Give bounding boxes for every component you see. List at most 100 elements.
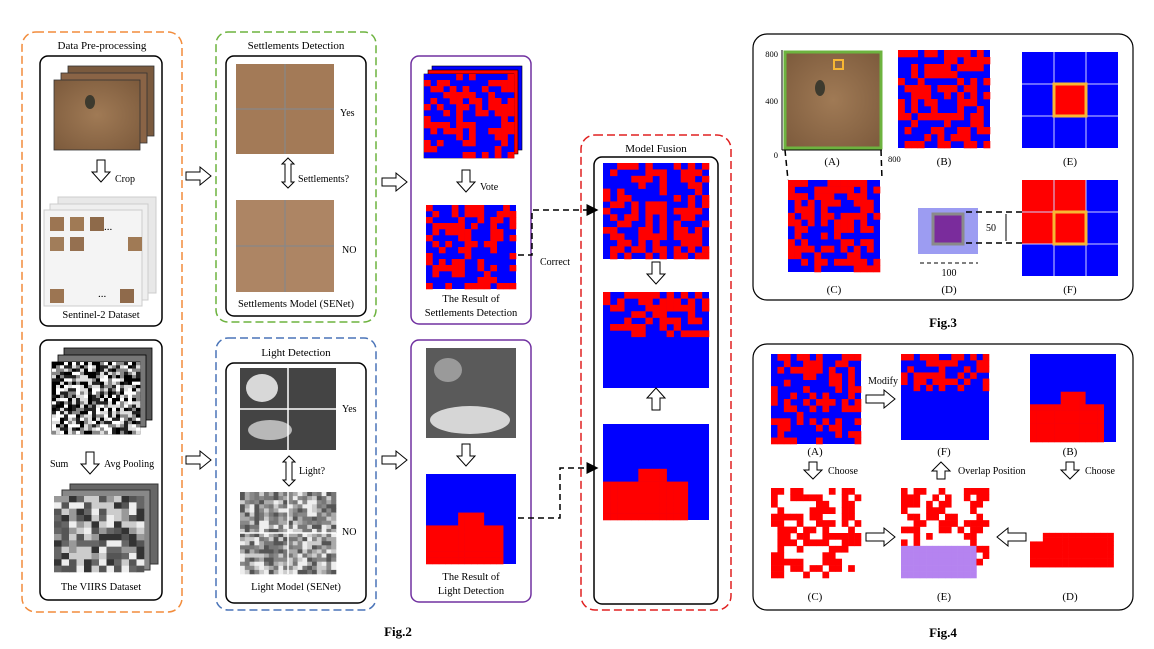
fig3-tick-800-x: 800 — [888, 154, 901, 164]
fig3-caption: Fig.3 — [929, 315, 957, 330]
fig3-f-grid — [1022, 180, 1118, 276]
fig3-b-map — [898, 50, 991, 149]
fig2-caption: Fig.2 — [384, 624, 412, 639]
settlements-title: Settlements Detection — [248, 40, 345, 52]
fig4-modify-label: Modify — [868, 376, 898, 387]
fig3-tick-0: 0 — [774, 150, 778, 160]
fig4-d-map — [1030, 520, 1120, 580]
fig4-frame — [752, 343, 1134, 611]
correct-label: Correct — [540, 257, 570, 268]
light-result-arrow — [455, 443, 477, 467]
fusion-panel — [580, 134, 732, 611]
preprocessing-panel — [21, 31, 183, 613]
fig4-overlap-arrow — [930, 461, 952, 480]
fig4-a-map — [771, 354, 862, 445]
vote-label: Vote — [480, 182, 499, 193]
fig4-modify-arrow — [865, 388, 896, 410]
settlements-stacked-maps — [423, 65, 523, 159]
fusion-down-arrow — [645, 261, 667, 285]
fig4-overlap-label: Overlap Position — [958, 466, 1026, 477]
light-result-box — [410, 339, 532, 603]
fusion-top-map — [603, 163, 710, 260]
sentinel-image-stack — [53, 65, 155, 151]
fig3-label-e: (E) — [1063, 156, 1077, 168]
tiles-ellipsis-1: ... — [104, 221, 113, 233]
fig4-label-c: (C) — [808, 591, 823, 603]
fig4-caption: Fig.4 — [929, 625, 957, 640]
avg-pooling-label: Avg Pooling — [104, 459, 154, 470]
fig3-tick-800-y: 800 — [765, 49, 778, 59]
fig3-tick-400: 400 — [765, 96, 778, 106]
fig3-frame — [752, 33, 1134, 301]
light-title: Light Detection — [261, 347, 331, 359]
fig3-d-window — [918, 208, 978, 254]
fig4-choose-arrow-b — [1059, 461, 1081, 480]
arrow-to-settlements-result — [381, 171, 408, 193]
fig3-label-d: (D) — [941, 284, 957, 296]
fig3-label-b: (B) — [937, 156, 952, 168]
fig3-a-highlight — [833, 59, 844, 70]
settlements-question: Settlements? — [298, 174, 350, 185]
light-connector — [518, 462, 599, 519]
settlements-result-box — [410, 55, 532, 325]
light-result-label-2: Light Detection — [438, 586, 505, 597]
fig4-label-f: (F) — [937, 446, 951, 458]
fusion-title: Model Fusion — [625, 143, 687, 155]
viirs-label: The VIIRS Dataset — [61, 582, 141, 593]
arrow-to-settlements — [185, 165, 212, 187]
fig3-c-map — [788, 180, 881, 273]
settlements-result-label-2: Settlements Detection — [425, 308, 518, 319]
crop-label: Crop — [115, 174, 135, 185]
viirs-pooled-stack — [54, 483, 159, 573]
settlements-model-box — [225, 55, 367, 317]
fig4-label-b: (B) — [1063, 446, 1078, 458]
fig4-label-a: (A) — [807, 446, 823, 458]
fig3-e-grid — [1022, 52, 1118, 148]
fig4-choose-label-a: Choose — [828, 466, 859, 477]
sentinel-box — [39, 55, 163, 327]
sentinel-label: Sentinel-2 Dataset — [62, 310, 139, 321]
vote-arrow — [455, 169, 477, 193]
fig3-label-c: (C) — [827, 284, 842, 296]
fig4-choose-label-b: Choose — [1085, 466, 1116, 477]
fusion-box — [593, 156, 719, 605]
light-model-label: Light Model (SENet) — [251, 582, 341, 593]
light-question-arrow — [281, 455, 297, 487]
fig4-arrow-c-e — [865, 526, 896, 548]
light-result-map — [426, 474, 516, 565]
fig4-label-d: (D) — [1062, 591, 1078, 603]
light-yes: Yes — [342, 404, 357, 415]
sum-label: Sum — [50, 459, 69, 470]
settlements-model-label: Settlements Model (SENet) — [238, 299, 355, 310]
light-result-label-1: The Result of — [442, 572, 500, 583]
fig4-label-e: (E) — [937, 591, 951, 603]
tiles-ellipsis-2: ... — [98, 288, 107, 300]
fusion-mid-map — [603, 292, 710, 388]
settlements-no: NO — [342, 245, 356, 256]
fig4-b-map — [1030, 354, 1116, 443]
settlements-panel — [215, 31, 377, 323]
settlements-yes: Yes — [340, 108, 355, 119]
fig3-label-a: (A) — [824, 156, 840, 168]
cropped-tiles — [43, 196, 157, 307]
fig4-c-map — [771, 488, 862, 579]
fig4-e-map — [901, 488, 990, 579]
fig3-label-f: (F) — [1063, 284, 1077, 296]
fig4-choose-arrow-a — [802, 461, 824, 480]
light-panel — [215, 337, 377, 611]
light-no: NO — [342, 527, 356, 538]
light-question: Light? — [299, 466, 326, 477]
arrow-to-light-result — [381, 449, 408, 471]
viirs-box — [39, 339, 163, 601]
preprocessing-title: Data Pre-processing — [58, 40, 147, 52]
fig4-f-map — [901, 354, 990, 440]
fig3-dim-100: 100 — [942, 268, 957, 279]
fusion-bottom-map — [603, 424, 709, 521]
pooling-arrow — [79, 451, 101, 475]
settlements-result-label-1: The Result of — [442, 294, 500, 305]
fig3-dim-50: 50 — [986, 223, 996, 234]
voted-settlements-map — [426, 205, 517, 290]
light-model-box — [225, 362, 367, 604]
correct-connector — [518, 204, 599, 256]
viirs-noise-stack — [51, 347, 153, 435]
